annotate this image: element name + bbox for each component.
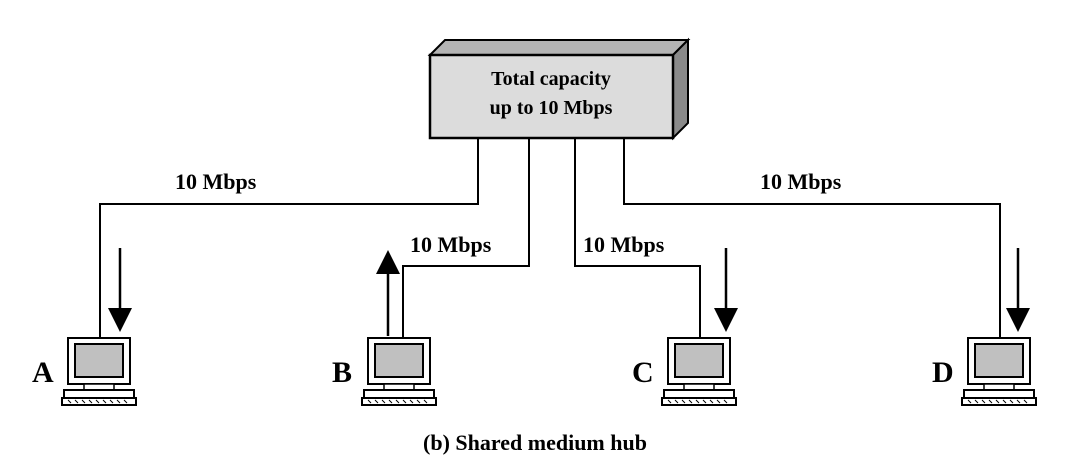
computer-icon <box>361 337 437 406</box>
hub-front-face <box>428 53 675 140</box>
node-label-b: B <box>332 356 352 389</box>
computer-icon <box>961 337 1037 406</box>
wire-d <box>623 138 1001 338</box>
link-label-b: 10 Mbps <box>410 232 492 257</box>
diagram-caption: (b) Shared medium hub <box>423 430 647 455</box>
wire-b <box>402 138 530 338</box>
hub-side-face <box>672 37 689 141</box>
wire-a <box>99 138 479 338</box>
wire-c <box>574 138 701 338</box>
arrow-down-icon <box>1006 248 1030 332</box>
link-label-c: 10 Mbps <box>583 232 665 257</box>
link-label-d: 10 Mbps <box>760 169 842 194</box>
hub-box: Total capacity up to 10 Mbps <box>427 37 691 141</box>
node-label-c: C <box>632 356 654 389</box>
hub-label-line1: Total capacity <box>491 68 611 90</box>
arrow-down-icon <box>108 248 132 332</box>
arrow-down-icon <box>714 248 738 332</box>
arrow-up-icon <box>376 250 400 336</box>
hub-top-face <box>427 39 691 56</box>
node-label-a: A <box>32 356 54 389</box>
computer-icon <box>661 337 737 406</box>
hub-label-line2: up to 10 Mbps <box>490 97 613 119</box>
link-label-a: 10 Mbps <box>175 169 257 194</box>
node-label-d: D <box>932 356 954 389</box>
computer-icon <box>61 337 137 406</box>
